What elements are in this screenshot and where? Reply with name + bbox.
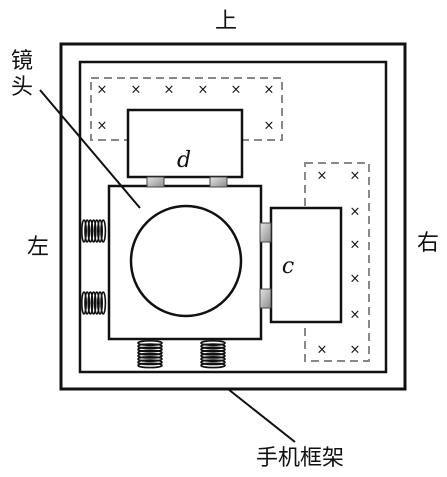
lens-circle — [129, 204, 243, 318]
magnetic-field-region-right — [304, 162, 370, 362]
field-mark: × — [317, 169, 328, 184]
field-mark: × — [131, 83, 142, 98]
spring-bottom-left — [137, 339, 163, 369]
field-mark: × — [198, 83, 209, 98]
spring-left-lower — [81, 291, 107, 315]
magnetic-field-region-top — [90, 77, 283, 141]
field-mark: × — [264, 119, 275, 134]
connector-c-bottom — [259, 288, 272, 309]
connector-c-top — [259, 222, 272, 243]
field-mark: × — [350, 272, 361, 287]
field-mark: × — [164, 83, 175, 98]
spring-left-upper — [81, 219, 107, 243]
field-mark: × — [350, 169, 361, 184]
coil-c — [269, 206, 343, 324]
label-frame: 手机框架 — [256, 446, 344, 471]
spring-bottom-right — [200, 339, 226, 369]
label-coil-d: d — [177, 148, 191, 173]
springs — [81, 219, 226, 369]
field-mark: × — [350, 308, 361, 323]
field-mark: × — [97, 119, 108, 134]
field-mark: × — [350, 238, 361, 253]
label-top: 上 — [215, 9, 237, 34]
field-mark: × — [317, 343, 328, 358]
field-mark: × — [231, 83, 242, 98]
coil-d — [126, 108, 244, 179]
field-mark: × — [350, 343, 361, 358]
connector-d-left — [146, 176, 165, 188]
phone-frame-inner — [78, 60, 388, 374]
label-lens: 镜头 — [11, 49, 33, 100]
field-mark: × — [264, 83, 275, 98]
field-mark: × — [350, 205, 361, 220]
lens-leader-line — [39, 89, 141, 209]
label-coil-c: c — [282, 254, 294, 279]
frame-leader-line — [227, 388, 296, 443]
label-right: 右 — [417, 231, 439, 256]
connector-d-right — [209, 176, 228, 188]
field-mark: × — [97, 83, 108, 98]
label-left: 左 — [27, 235, 49, 260]
